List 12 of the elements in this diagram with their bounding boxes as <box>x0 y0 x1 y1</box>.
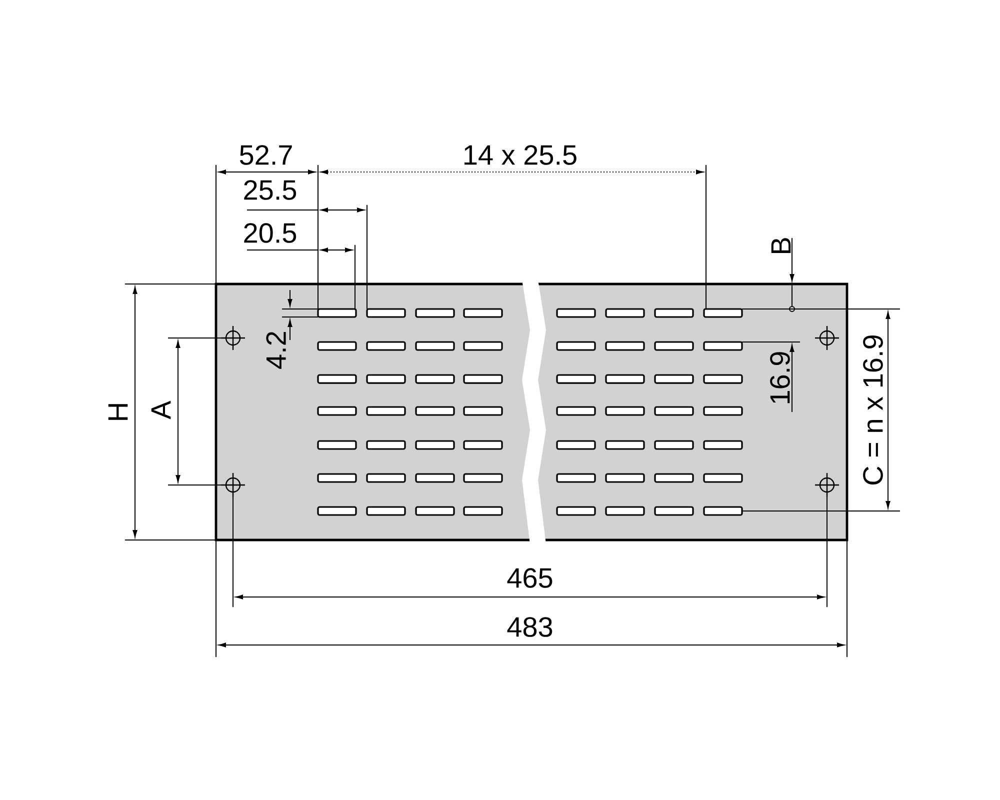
dimension-label: 20.5 <box>244 223 296 243</box>
dimension-label: 465 <box>507 568 552 588</box>
dimension-label: 14 x 25.5 <box>464 145 576 165</box>
dimension-label: 25.5 <box>244 180 296 200</box>
dimension-label: 4.2 <box>266 332 286 369</box>
dimension-label: B <box>771 238 791 254</box>
dimension-label: 483 <box>507 617 552 637</box>
dimension-label: C = n x 16.9 <box>863 335 883 484</box>
dimension-label: H <box>108 404 128 420</box>
dimension-label: 16.9 <box>770 352 790 404</box>
dimension-label: A <box>151 400 171 420</box>
dimension-label: 52.7 <box>240 145 292 165</box>
